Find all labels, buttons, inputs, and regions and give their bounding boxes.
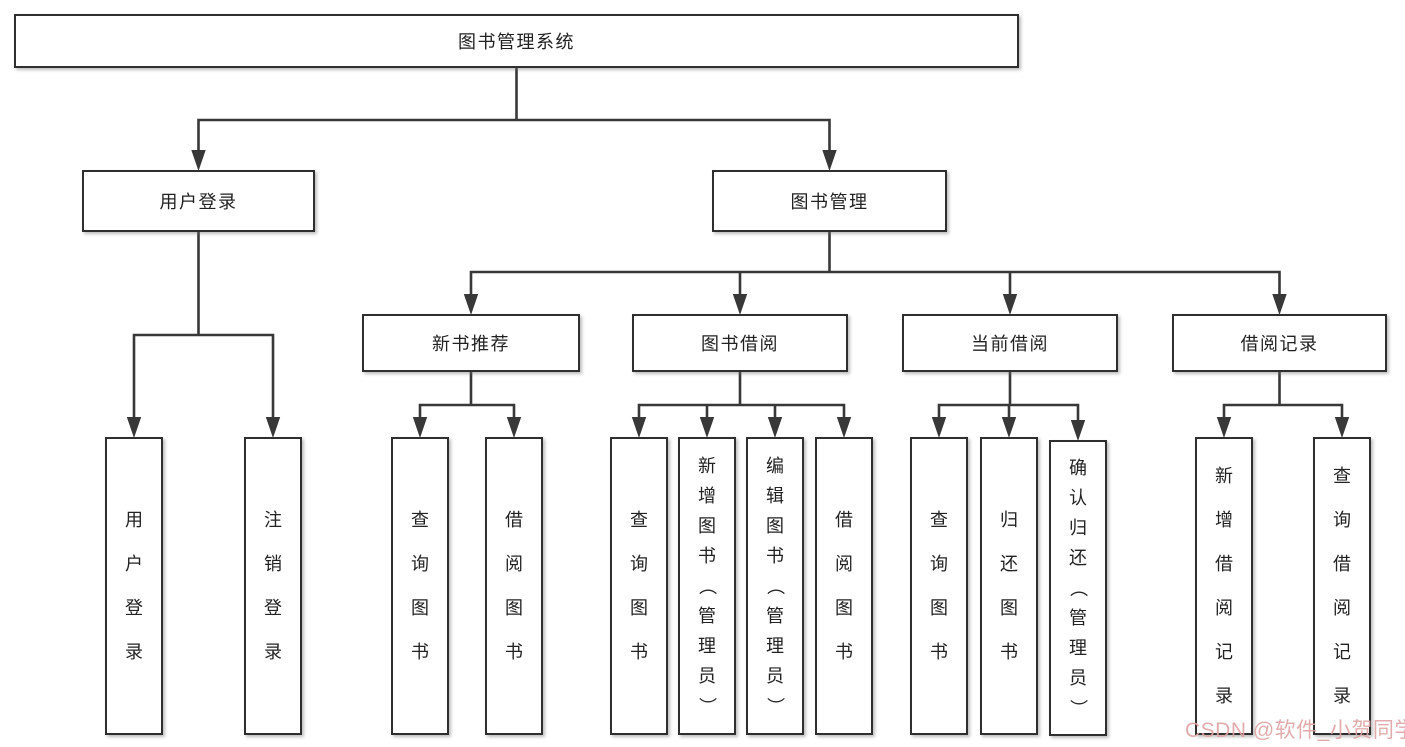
edge-lines-bor — [637, 370, 846, 425]
edges-from-root — [191, 66, 837, 171]
node-label-rec-borrow: 借阅图书 — [505, 510, 523, 662]
node-cur: 当前借阅 — [902, 314, 1118, 372]
edges-from-recd — [1216, 370, 1350, 438]
node-label-cur-query: 查询图书 — [930, 510, 948, 662]
node-login: 用户登录 — [82, 170, 315, 232]
arrowhead-recd — [1272, 294, 1287, 315]
node-cur-query: 查询图书 — [910, 437, 968, 735]
node-label-bor-query: 查询图书 — [630, 510, 648, 662]
arrowhead-login-user — [126, 417, 142, 438]
edge-lines-rec — [418, 370, 516, 425]
node-mgmt: 图书管理 — [712, 170, 947, 232]
arrowhead-bor-edit — [767, 417, 783, 438]
arrowhead-recd-query — [1334, 417, 1350, 438]
arrowhead-bor-add — [699, 417, 715, 438]
node-label-recd-query: 查询借阅记录 — [1333, 466, 1351, 706]
node-label-bor-borrow: 借阅图书 — [835, 510, 853, 662]
arrowhead-cur-confirm — [1070, 420, 1086, 441]
node-label-rec-query: 查询图书 — [411, 510, 429, 662]
edge-lines-login — [132, 230, 275, 425]
node-label-recd-add: 新增借阅记录 — [1215, 466, 1233, 706]
node-label-login-out: 注销登录 — [264, 510, 282, 662]
arrowhead-cur-query — [931, 417, 947, 438]
edges-from-bor — [631, 370, 852, 438]
node-label-cur-return: 归还图书 — [1000, 510, 1018, 662]
watermark: CSDN @软件_小贺同学 — [1185, 719, 1405, 742]
node-rec: 新书推荐 — [362, 314, 580, 372]
node-label-bor: 图书借阅 — [701, 334, 779, 354]
node-label-recd: 借阅记录 — [1240, 334, 1319, 354]
node-label-login-user: 用户登录 — [125, 510, 143, 662]
node-recd: 借阅记录 — [1172, 314, 1387, 372]
node-bor: 图书借阅 — [632, 314, 848, 372]
node-bor-edit: 编辑图书（管理员） — [746, 437, 804, 735]
node-bor-add: 新增图书（管理员） — [678, 437, 736, 735]
node-recd-query: 查询借阅记录 — [1313, 437, 1371, 735]
edges-from-login — [126, 230, 281, 438]
node-label-login: 用户登录 — [159, 192, 238, 212]
arrowhead-mgmt — [822, 150, 837, 171]
node-label-mgmt: 图书管理 — [790, 192, 869, 212]
arrowhead-bor-query — [631, 417, 647, 438]
arrowhead-login-out — [265, 417, 281, 438]
arrowhead-recd-add — [1216, 417, 1232, 438]
node-cur-confirm: 确认归还（管理员） — [1049, 440, 1107, 736]
node-bor-query: 查询图书 — [610, 437, 668, 735]
arrowhead-bor — [732, 294, 748, 315]
edge-lines-recd — [1222, 370, 1344, 425]
arrowhead-bor-borrow — [836, 417, 852, 438]
edges-from-rec — [412, 370, 522, 438]
edge-lines-root — [197, 66, 831, 158]
edges-from-mgmt — [463, 230, 1287, 315]
edges-from-cur — [931, 370, 1086, 441]
arrowhead-cur — [1002, 294, 1018, 315]
node-rec-borrow: 借阅图书 — [485, 437, 543, 735]
arrowhead-login — [191, 150, 206, 171]
node-label-cur-confirm: 确认归还（管理员） — [1068, 458, 1088, 717]
arrowhead-rec — [463, 294, 479, 315]
arrowhead-cur-return — [1001, 417, 1017, 438]
node-login-user: 用户登录 — [105, 437, 163, 735]
node-cur-return: 归还图书 — [980, 437, 1038, 735]
edge-lines-cur — [937, 370, 1080, 428]
node-label-cur: 当前借阅 — [971, 334, 1049, 354]
node-bor-borrow: 借阅图书 — [815, 437, 873, 735]
node-label-bor-edit: 编辑图书（管理员） — [765, 456, 785, 715]
node-label-bor-add: 新增图书（管理员） — [697, 456, 717, 715]
node-rec-query: 查询图书 — [391, 437, 449, 735]
node-login-out: 注销登录 — [244, 437, 302, 735]
node-root: 图书管理系统 — [14, 14, 1019, 68]
arrowhead-rec-borrow — [506, 417, 522, 438]
node-label-root: 图书管理系统 — [458, 32, 575, 52]
node-recd-add: 新增借阅记录 — [1195, 437, 1253, 735]
arrowhead-rec-query — [412, 417, 428, 438]
node-label-rec: 新书推荐 — [432, 334, 510, 354]
edge-lines-mgmt — [469, 230, 1281, 302]
